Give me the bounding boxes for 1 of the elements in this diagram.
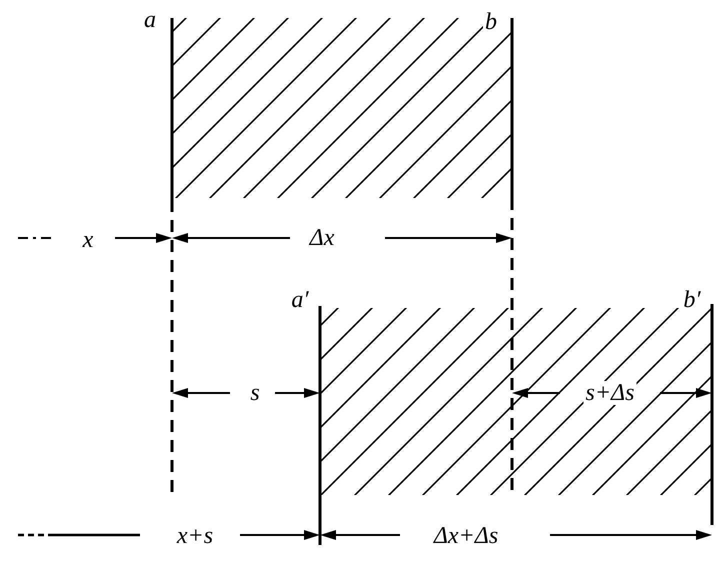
variable-label: s+Δs bbox=[584, 381, 636, 405]
